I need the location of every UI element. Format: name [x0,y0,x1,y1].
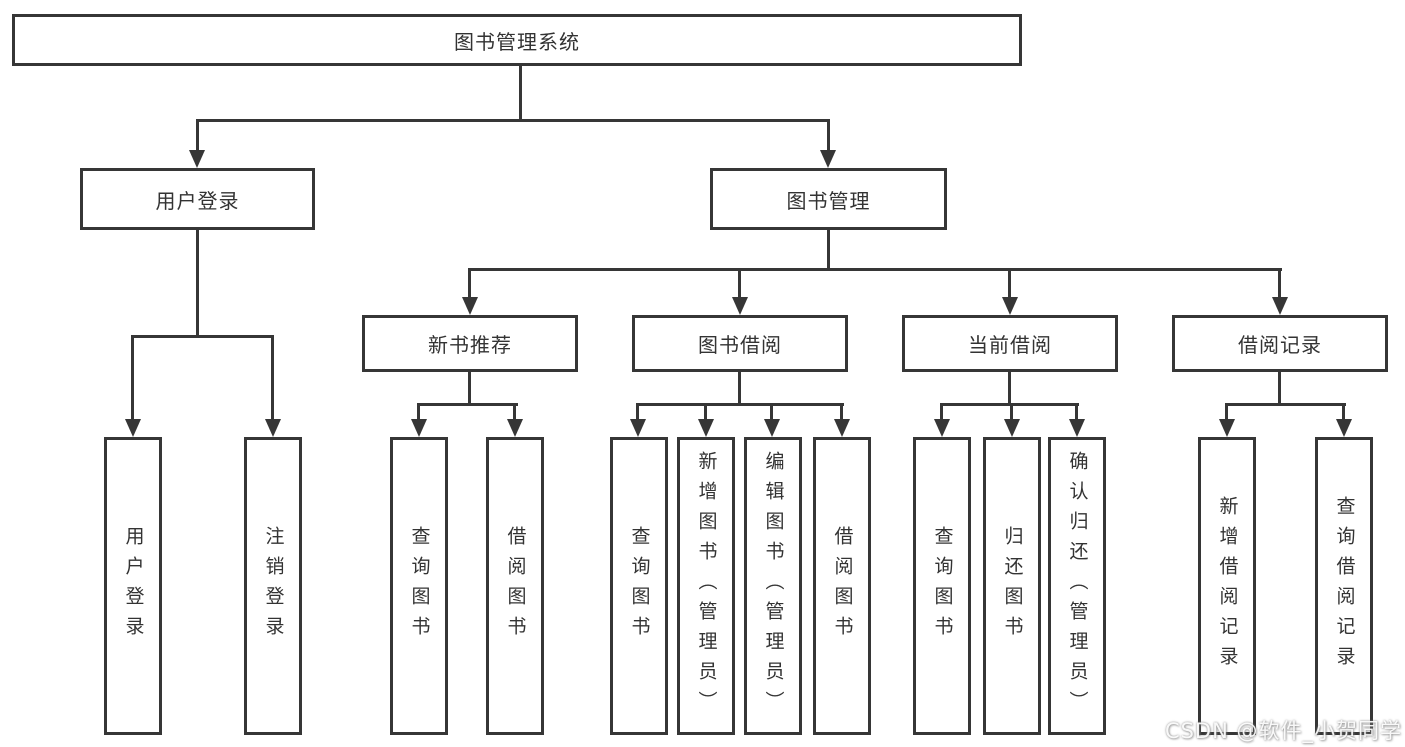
leaf-label: 确认归还（管理员） [1066,451,1089,721]
node-new-book-recommend: 新书推荐 [362,315,578,372]
node-book-management-label: 图书管理 [786,188,871,213]
connector-line [940,403,943,421]
connector-line [738,268,741,299]
connector-line [1225,403,1346,406]
arrow-down-icon [462,297,478,315]
connector-line [131,335,274,338]
connector-line [636,403,639,421]
leaf-box-query-books-1: 查询图书 [390,437,448,735]
connector-line [637,403,844,406]
node-book-borrowing: 图书借阅 [632,315,848,372]
leaf-box-borrow-books-1: 借阅图书 [486,437,544,735]
node-current-borrowing-label: 当前借阅 [968,333,1052,357]
connector-line [513,403,516,421]
connector-line [196,119,830,122]
connector-line [827,230,830,271]
connector-line [519,66,522,122]
arrow-down-icon [1002,297,1018,315]
leaf-label: 查询图书 [628,526,651,646]
leaf-label: 归还图书 [1001,526,1024,646]
connector-line [704,403,707,421]
connector-line [827,119,830,152]
arrow-down-icon [1069,419,1085,437]
connector-line [1278,372,1281,405]
connector-line [271,335,274,421]
arrow-down-icon [411,419,427,437]
leaf-label: 用户登录 [122,526,145,646]
node-book-borrowing-label: 图书借阅 [698,333,782,357]
csdn-watermark: CSDN @软件_小贺同学 [1164,719,1402,743]
connector-line [417,403,518,406]
arrow-down-icon [1336,419,1352,437]
arrow-down-icon [698,419,714,437]
arrow-down-icon [1272,297,1288,315]
node-borrowing-records-label: 借阅记录 [1238,333,1322,357]
arrow-down-icon [125,419,141,437]
leaf-label: 借阅图书 [831,526,854,646]
leaf-label: 新增图书（管理员） [695,451,718,721]
connector-line [417,403,420,421]
leaf-label: 查询图书 [931,526,954,646]
node-borrowing-records: 借阅记录 [1172,315,1388,372]
connector-line [738,372,741,405]
leaf-box-confirm-return-admin: 确认归还（管理员） [1048,437,1106,735]
connector-line [196,230,199,337]
leaf-box-add-borrow-record: 新增借阅记录 [1198,437,1256,735]
leaf-box-return-books: 归还图书 [983,437,1041,735]
connector-line [1008,372,1011,405]
leaf-box-query-books-3: 查询图书 [913,437,971,735]
node-library-system-label: 图书管理系统 [454,29,580,54]
arrow-down-icon [1004,419,1020,437]
node-user-login: 用户登录 [80,168,315,230]
connector-line [1278,268,1281,299]
connector-line [1008,268,1011,299]
arrow-down-icon [507,419,523,437]
node-book-management: 图书管理 [710,168,947,230]
node-current-borrowing: 当前借阅 [902,315,1118,372]
connector-line [468,268,1282,271]
leaf-label: 借阅图书 [504,526,527,646]
node-library-system: 图书管理系统 [12,14,1022,66]
arrow-down-icon [265,419,281,437]
connector-line [840,403,843,421]
leaf-box-borrow-books-2: 借阅图书 [813,437,871,735]
connector-line [1010,403,1013,421]
connector-line [1075,403,1078,421]
leaf-box-add-books-admin: 新增图书（管理员） [677,437,735,735]
arrow-down-icon [934,419,950,437]
leaf-box-query-books-2: 查询图书 [610,437,668,735]
connector-line [468,268,471,299]
connector-line [1225,403,1228,421]
arrow-down-icon [834,419,850,437]
leaf-box-user-login: 用户登录 [104,437,162,735]
leaf-label: 编辑图书（管理员） [762,451,785,721]
arrow-down-icon [1219,419,1235,437]
connector-line [940,403,1079,406]
leaf-label: 查询图书 [408,526,431,646]
leaf-box-logout: 注销登录 [244,437,302,735]
leaf-box-query-borrow-record: 查询借阅记录 [1315,437,1373,735]
arrow-down-icon [764,419,780,437]
arrow-down-icon [820,150,836,168]
arrow-down-icon [630,419,646,437]
node-user-login-label: 用户登录 [155,188,240,213]
leaf-label: 注销登录 [262,526,285,646]
connector-line [131,335,134,421]
node-new-book-recommend-label: 新书推荐 [428,333,512,357]
connector-line [1342,403,1345,421]
leaf-box-edit-books-admin: 编辑图书（管理员） [744,437,802,735]
leaf-label: 查询借阅记录 [1333,496,1356,676]
leaf-label: 新增借阅记录 [1216,496,1239,676]
connector-line [468,372,471,405]
connector-line [770,403,773,421]
arrow-down-icon [732,297,748,315]
arrow-down-icon [189,150,205,168]
connector-line [196,119,199,152]
